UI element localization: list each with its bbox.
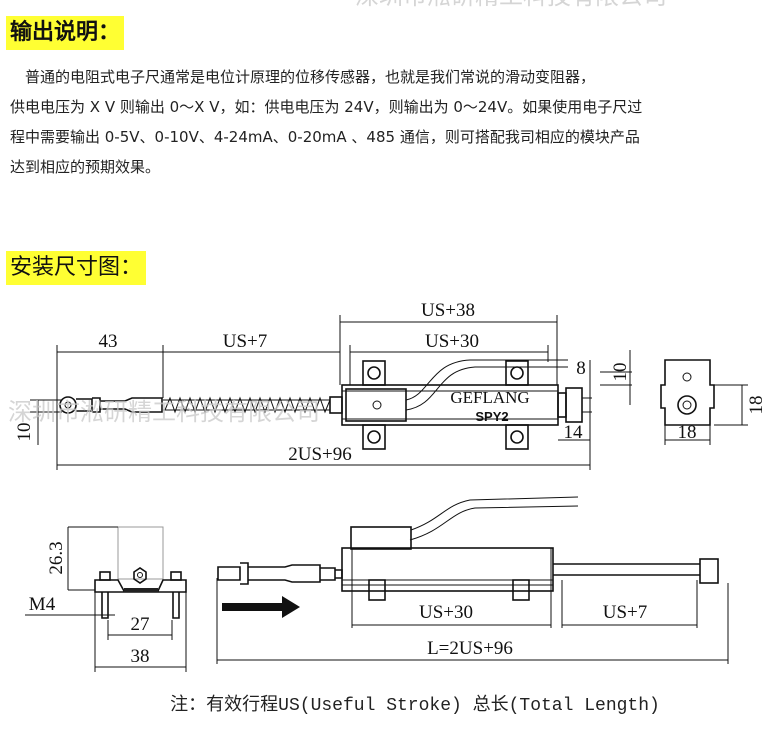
dim-18-width: 18 [678,422,697,443]
paragraph-line: 达到相应的预期效果。 [10,158,161,176]
dim-us38: US+38 [421,300,475,321]
brand-label: GEFLANG [450,388,529,407]
dim-10-left: 10 [14,423,35,442]
dim-us7: US+7 [223,331,268,352]
dim-18-height: 18 [746,396,767,415]
mount-clamp [362,360,529,450]
top-view-drawing: US+38 US+30 43 US+7 8 10 14 2US+96 10 GE… [8,300,767,470]
paragraph-line: 普通的电阻式电子尺通常是电位计原理的位移传感器，也就是我们常说的滑动变阻器， [10,68,596,86]
model-label: SPY2 [475,409,508,424]
dim-26-3: 26.3 [46,541,67,574]
dim-38: 38 [131,646,150,667]
direction-arrow-icon [222,596,300,618]
dim-27: 27 [131,614,150,635]
dim-43: 43 [99,331,118,352]
dim-10-right: 10 [610,363,631,382]
dim-m4: M4 [29,594,56,615]
dim-8: 8 [576,358,586,379]
bottom-view-drawing: 26.3 M4 27 38 US+30 US+7 L=2US+96 [25,496,729,672]
paragraph-line: 供电电压为 X V 则输出 0～X V，如：供电电压为 24V，则输出为 0～2… [10,98,643,116]
installation-dimensions-heading: 安装尺寸图： [6,251,147,285]
dim-us7-bottom: US+7 [603,602,648,623]
dim-14: 14 [564,422,584,443]
dim-us30-bottom: US+30 [419,602,473,623]
paragraph-line: 程中需要输出 0-5V、0-10V、4-24mA、0-20mA 、485 通信，… [10,128,640,146]
end-view: 18 18 [660,359,767,445]
stroke-length-note: 注：有效行程US(Useful Stroke) 总长(Total Length) [170,694,660,716]
output-description-heading: 输出说明： [6,16,125,50]
dim-us30: US+30 [425,331,479,352]
watermark-top: 深圳市淞研精工科技有限公司 [355,0,667,10]
dim-total-2us96: 2US+96 [288,444,352,465]
output-description-text: 普通的电阻式电子尺通常是电位计原理的位移传感器，也就是我们常说的滑动变阻器， 供… [10,62,750,182]
dim-total-length: L=2US+96 [427,638,513,659]
watermark: 深圳市淞研精工科技有限公司 [8,398,320,426]
